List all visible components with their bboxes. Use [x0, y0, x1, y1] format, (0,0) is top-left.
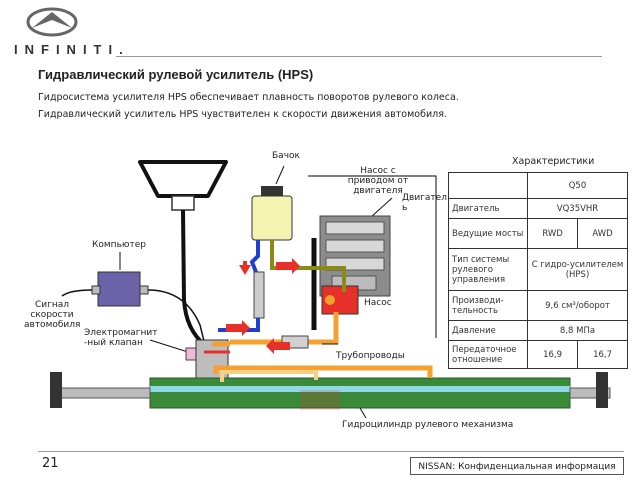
pointer-valve [149, 339, 189, 353]
spec-title: Характеристики [512, 156, 595, 167]
computer-wire [147, 289, 206, 346]
label-speed-signal: Сигнал скорости автомобиля [24, 300, 81, 330]
label-solenoid-valve: Электромагнит -ный клапан [84, 328, 158, 348]
pump [321, 285, 359, 315]
description-line-1: Гидросистема усилителя HPS обеспечивает … [38, 92, 459, 103]
flow-arrows [226, 258, 300, 354]
confidential-notice: NISSAN: Конфиденциальная информация [410, 457, 624, 475]
spec-type-value: С гидро-усилителем (HPS) [527, 248, 628, 291]
spec-axles-label: Ведущие мосты [448, 218, 528, 249]
cylinder-line-orange [213, 365, 433, 378]
label-computer: Компьютер [92, 240, 146, 250]
label-pump: Насос [364, 298, 392, 308]
engine-bracket [308, 175, 437, 338]
engine-block [319, 215, 391, 297]
spec-pressure-label: Давление [448, 320, 528, 341]
spec-table: Q50 Двигатель VQ35VHR Ведущие мосты RWD … [448, 172, 628, 369]
description-line-2: Гидравлический усилитель HPS чувствителе… [38, 109, 447, 120]
label-engine: Двигател ь [402, 193, 447, 213]
spec-perf-value: 9,6 см³/оборот [527, 290, 628, 321]
page-title: Гидравлический рулевой усилитель (HPS) [38, 67, 314, 82]
computer-box [91, 271, 149, 307]
spec-type-label: Тип системы рулевого управления [448, 248, 528, 291]
label-pump-drive: Насос с приводом от двигателя [347, 166, 409, 196]
pointer-tank [275, 165, 285, 185]
spec-rwd: RWD [526, 218, 579, 249]
signal-wire [61, 289, 93, 297]
spec-engine-value: VQ35VHR [527, 198, 628, 219]
brand-wordmark: INFINITI. [14, 42, 130, 57]
olive-line [270, 240, 346, 292]
pressure-line [230, 312, 339, 345]
footer-rule [38, 451, 624, 452]
rack-cylinder [50, 372, 611, 410]
pointer-cylinder [359, 407, 367, 419]
spec-engine-label: Двигатель [448, 198, 528, 219]
pointer-pump-drive [369, 197, 393, 219]
steering-column [181, 209, 207, 347]
label-tank: Бачок [272, 151, 300, 161]
filter [253, 271, 265, 319]
infiniti-logo [26, 7, 78, 37]
spec-awd: AWD [577, 218, 628, 249]
label-cylinder: Гидроцилиндр рулевого механизма [342, 420, 514, 430]
blue-line [249, 240, 260, 273]
steering-wheel [138, 160, 228, 211]
cylinder-line-light [220, 370, 318, 382]
tank [251, 186, 293, 241]
spec-perf-label: Производи-тельность [448, 290, 528, 321]
spec-ratio-awd: 16,7 [577, 340, 628, 369]
page-number: 21 [42, 456, 59, 471]
label-pipes: Трубопроводы [336, 351, 405, 361]
header-rule [116, 56, 602, 57]
spec-ratio-rwd: 16,9 [526, 340, 579, 369]
spec-model: Q50 [527, 172, 628, 199]
spec-ratio-label: Передаточное отношение [448, 340, 528, 369]
spec-empty-cell [448, 172, 528, 199]
spec-pressure-value: 8,8 МПа [527, 320, 628, 341]
